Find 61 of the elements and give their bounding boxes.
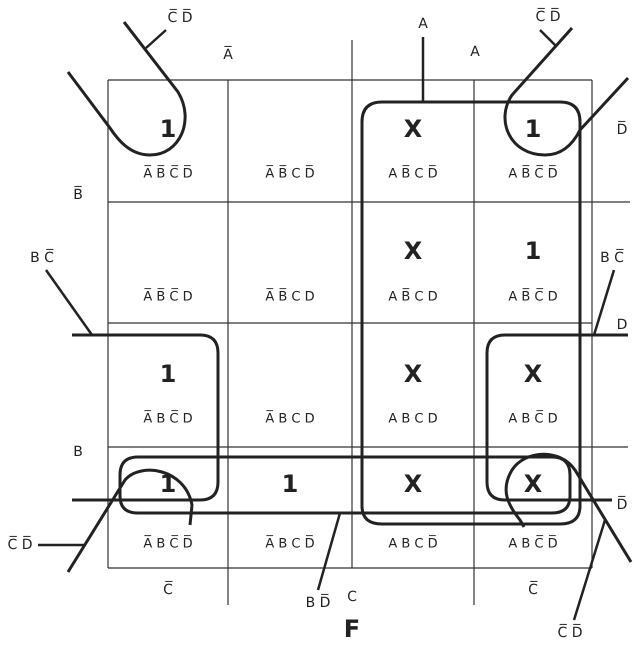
leader-line (316, 512, 342, 590)
loop-label: C̅ D̅ (168, 10, 192, 26)
leader-line (38, 544, 84, 546)
minterm-label: A B C̅ D̅ (508, 538, 558, 552)
grouping-loop (66, 468, 194, 573)
loop-label: B C̅ (600, 250, 624, 266)
minterm-label: A̅ B̅ C̅ D (143, 290, 193, 306)
cell-value: 1 (524, 238, 542, 266)
minterm-label: A̅ B C D (265, 412, 315, 428)
leader-line (572, 520, 606, 620)
leader-line (539, 29, 557, 47)
grouping-loop (360, 100, 582, 526)
grouping-loop (504, 452, 632, 563)
grouping-loop (118, 456, 572, 514)
variable-label: D̅ (616, 496, 628, 514)
cell-value: X (404, 471, 422, 499)
variable-label: C̅ (528, 582, 538, 598)
grouping-loop (504, 27, 630, 156)
leader-line (145, 29, 167, 49)
cell-value: X (524, 361, 542, 389)
loop-label: C̅ D̅ (536, 8, 560, 26)
cell-value: 1 (282, 471, 298, 499)
minterm-label: A B C D (388, 412, 438, 428)
loop-label: C̅ D̅ (558, 624, 582, 642)
minterm-label: A̅ B̅ C D̅ (265, 168, 315, 182)
variable-label: A̅ (223, 46, 233, 64)
minterm-label: A̅ B̅ C D (265, 290, 315, 306)
minterm-label: A B̅ C̅ D (508, 290, 558, 306)
minterm-label: A̅ B C D̅ (265, 538, 315, 552)
variable-label: A (470, 44, 480, 60)
variable-label: B (73, 444, 83, 460)
variable-label: C (347, 588, 357, 606)
loop-label: B C̅ (30, 250, 54, 266)
grouping-loop (66, 21, 186, 156)
minterm-label: A B̅ C̅ D̅ (508, 168, 558, 182)
cell-value: 1 (160, 361, 176, 389)
function-label: F (344, 616, 360, 644)
loop-label: A (418, 16, 428, 32)
minterm-label: A̅ B C̅ D (143, 412, 193, 428)
variable-label: B̅ (73, 186, 83, 204)
variable-label: D (616, 316, 628, 334)
minterm-label: A B C̅ D (508, 412, 558, 428)
leader-line (422, 37, 424, 102)
leader-line (592, 270, 616, 336)
minterm-label: A B̅ C D (388, 290, 438, 306)
grouping-loop (72, 334, 220, 502)
cell-value: 1 (524, 116, 542, 144)
loop-label: C̅ D̅ (8, 536, 32, 554)
minterm-label: A B C D̅ (388, 538, 438, 552)
cell-value: 1 (160, 116, 176, 144)
loop-label: B D̅ (306, 594, 330, 612)
cell-value: X (524, 471, 542, 499)
cell-value: X (404, 361, 422, 389)
minterm-label: A B̅ C D̅ (388, 168, 438, 182)
cell-value: X (404, 238, 422, 266)
cell-value: X (404, 116, 422, 144)
variable-label: C̅ (163, 582, 173, 598)
minterm-label: A̅ B̅ C̅ D̅ (143, 168, 193, 182)
leader-line (44, 269, 94, 336)
minterm-label: A̅ B C̅ D̅ (143, 538, 193, 552)
variable-label: D̅ (616, 122, 628, 138)
